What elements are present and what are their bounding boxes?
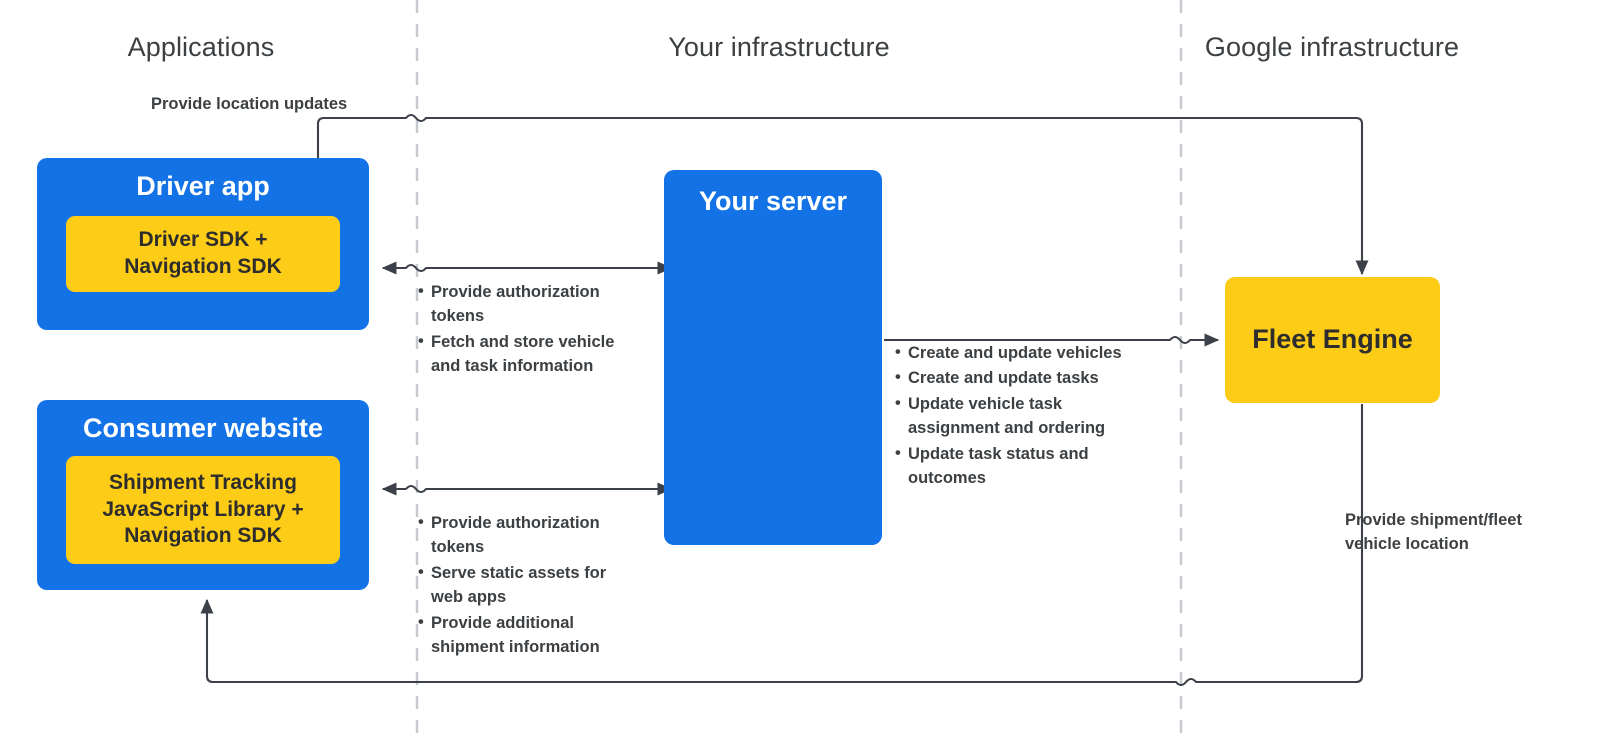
edge-bullets-consumer-website-to-server-list: Provide authorization tokensServe static… — [418, 510, 634, 660]
bullet-item: Create and update tasks — [895, 365, 1145, 390]
node-driver-app[interactable]: Driver app Driver SDK +Navigation SDK — [37, 158, 369, 330]
edge-bullets-server-to-fleet-engine-list: Create and update vehiclesCreate and upd… — [895, 340, 1145, 491]
zone-title-your-infrastructure: Your infrastructure — [668, 32, 890, 62]
bullet-item: Serve static assets for web apps — [418, 560, 634, 610]
node-driver-app-title: Driver app — [136, 171, 270, 201]
bullet-item: Create and update vehicles — [895, 340, 1145, 365]
edge-bullets-driver-app-to-server-list: Provide authorization tokensFetch and st… — [418, 279, 644, 379]
node-fleet-engine-title: Fleet Engine — [1252, 324, 1413, 355]
bullet-item: Provide authorization tokens — [418, 279, 644, 329]
node-driver-sdk-navigation-sdk[interactable]: Driver SDK +Navigation SDK — [66, 216, 340, 293]
zone-title-google-infrastructure: Google infrastructure — [1204, 32, 1460, 62]
edge-label-provide-location-updates: Provide location updates — [151, 95, 348, 113]
node-consumer-website-title: Consumer website — [82, 413, 324, 443]
node-your-server[interactable]: Your server — [664, 170, 882, 545]
zone-title-applications: Applications — [127, 32, 275, 62]
bullet-item: Update vehicle task assignment and order… — [895, 391, 1145, 441]
bullet-item: Update task status and outcomes — [895, 441, 1145, 491]
edge-bullets-driver-app-to-server: Provide authorization tokensFetch and st… — [418, 279, 644, 380]
edge-bullets-consumer-website-to-server: Provide authorization tokensServe static… — [418, 510, 634, 660]
node-driver-sdk-navigation-sdk-label: Driver SDK +Navigation SDK — [124, 228, 282, 279]
node-your-server-title: Your server — [698, 186, 848, 216]
bullet-item: Provide additional shipment information — [418, 610, 634, 660]
wire-consumer-website-to-server — [381, 482, 673, 496]
node-fleet-engine[interactable]: Fleet Engine — [1225, 277, 1440, 403]
wire-driver-app-to-server — [381, 261, 673, 275]
bullet-item: Provide authorization tokens — [418, 510, 634, 560]
edge-bullets-server-to-fleet-engine: Create and update vehiclesCreate and upd… — [895, 340, 1145, 491]
bullet-item: Fetch and store vehicle and task informa… — [418, 329, 644, 379]
